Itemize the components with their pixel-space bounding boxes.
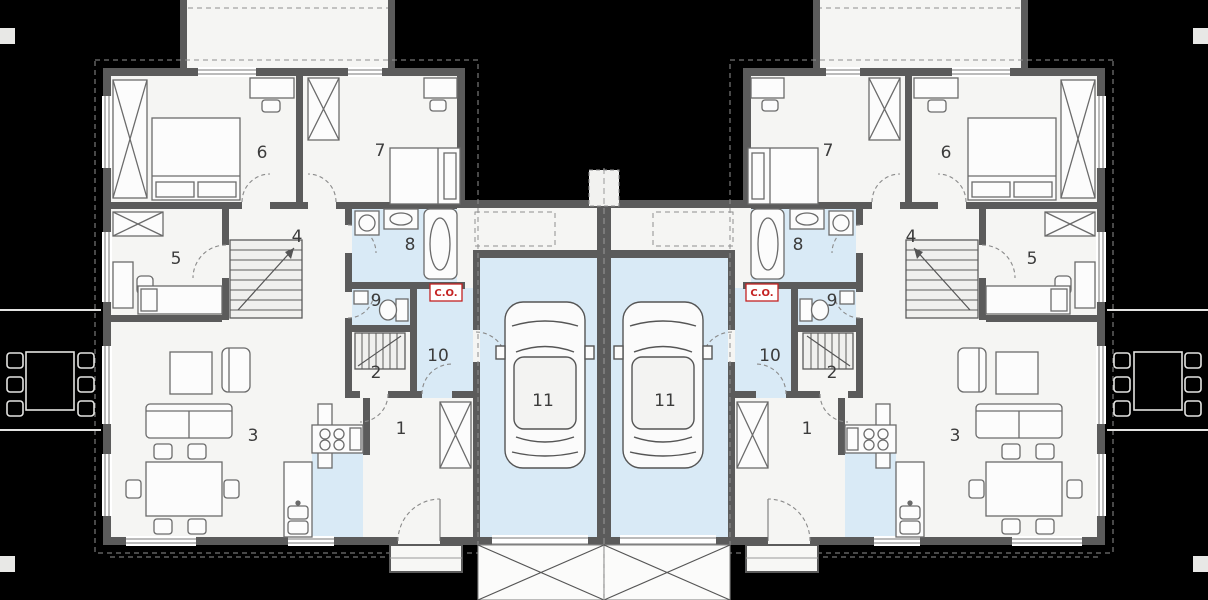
wardrobe-icon (439, 401, 472, 469)
coffee-table-icon (169, 351, 213, 395)
room-label-5-right: 5 (1027, 249, 1038, 269)
daybed-icon (137, 285, 223, 315)
hall-floor (417, 288, 473, 398)
room-label-6-left: 6 (257, 143, 268, 163)
armchair-icon (221, 347, 251, 393)
staircase-icon (229, 239, 303, 319)
room-labels: 6 7 4 5 8 9 10 2 3 1 11 7 6 4 5 8 9 10 2… (171, 141, 1038, 446)
room-label-5-left: 5 (171, 249, 182, 269)
room-label-2-right: 2 (827, 363, 838, 383)
door-arc-hall10 (421, 363, 453, 395)
co-badge-right: C.O. (745, 283, 779, 302)
room-label-7-left: 7 (375, 141, 386, 161)
dashed-lines (94, 7, 556, 558)
entry-door-opening (398, 536, 440, 546)
bathtub-icon (423, 208, 458, 280)
room-label-2-left: 2 (371, 363, 382, 383)
windows (102, 67, 588, 547)
terrace (0, 309, 101, 431)
room-label-4-left: 4 (292, 227, 303, 247)
room-label-3-right: 3 (950, 426, 961, 446)
cellar-stairs-icon (354, 332, 406, 370)
sink-icon (383, 208, 419, 230)
room-label-1-left: 1 (396, 419, 407, 439)
wardrobe-icon (112, 79, 148, 199)
room-label-7-right: 7 (823, 141, 834, 161)
co-label-right: C.O. (750, 288, 773, 299)
toilet-icon (378, 298, 409, 322)
entry-landing (389, 544, 463, 573)
door-arc-room6 (241, 173, 271, 203)
closet-icon (112, 211, 164, 237)
door-arc-entry (397, 498, 441, 542)
center-shared (588, 168, 620, 600)
terrace-table-icon (6, 351, 95, 417)
room-label-10-right: 10 (759, 346, 781, 366)
room-label-9-left: 9 (371, 291, 382, 311)
room-label-9-right: 9 (827, 291, 838, 311)
sofa-icon (145, 403, 233, 439)
room-label-11-right: 11 (654, 391, 676, 411)
door-arc-room2 (359, 393, 389, 423)
wardrobe-icon (307, 77, 340, 141)
small-sink-icon (353, 290, 369, 305)
room-label-6-right: 6 (941, 143, 952, 163)
door-arc-wc (347, 291, 375, 319)
furniture (112, 77, 595, 538)
room-label-10-left: 10 (427, 346, 449, 366)
room-label-3-left: 3 (248, 426, 259, 446)
desk-icon (249, 77, 295, 113)
porch-canopy (477, 544, 605, 600)
room-label-4-right: 4 (906, 227, 917, 247)
double-bed-icon (151, 117, 241, 201)
car-icon (495, 301, 595, 469)
room-label-8-right: 8 (793, 235, 804, 255)
kitchen-counter-icon (283, 424, 364, 538)
room-label-11-left: 11 (532, 391, 554, 411)
dining-table-icon (125, 443, 240, 535)
co-label-left: C.O. (434, 288, 457, 299)
dwelling-unit (0, 0, 605, 600)
co-badge-left: C.O. (429, 283, 463, 302)
room-label-8-left: 8 (405, 235, 416, 255)
washing-machine-icon (354, 210, 380, 236)
room-label-1-right: 1 (802, 419, 813, 439)
single-bed-icon (389, 147, 461, 205)
desk-icon (423, 77, 458, 112)
door-arc-room7 (307, 173, 337, 203)
